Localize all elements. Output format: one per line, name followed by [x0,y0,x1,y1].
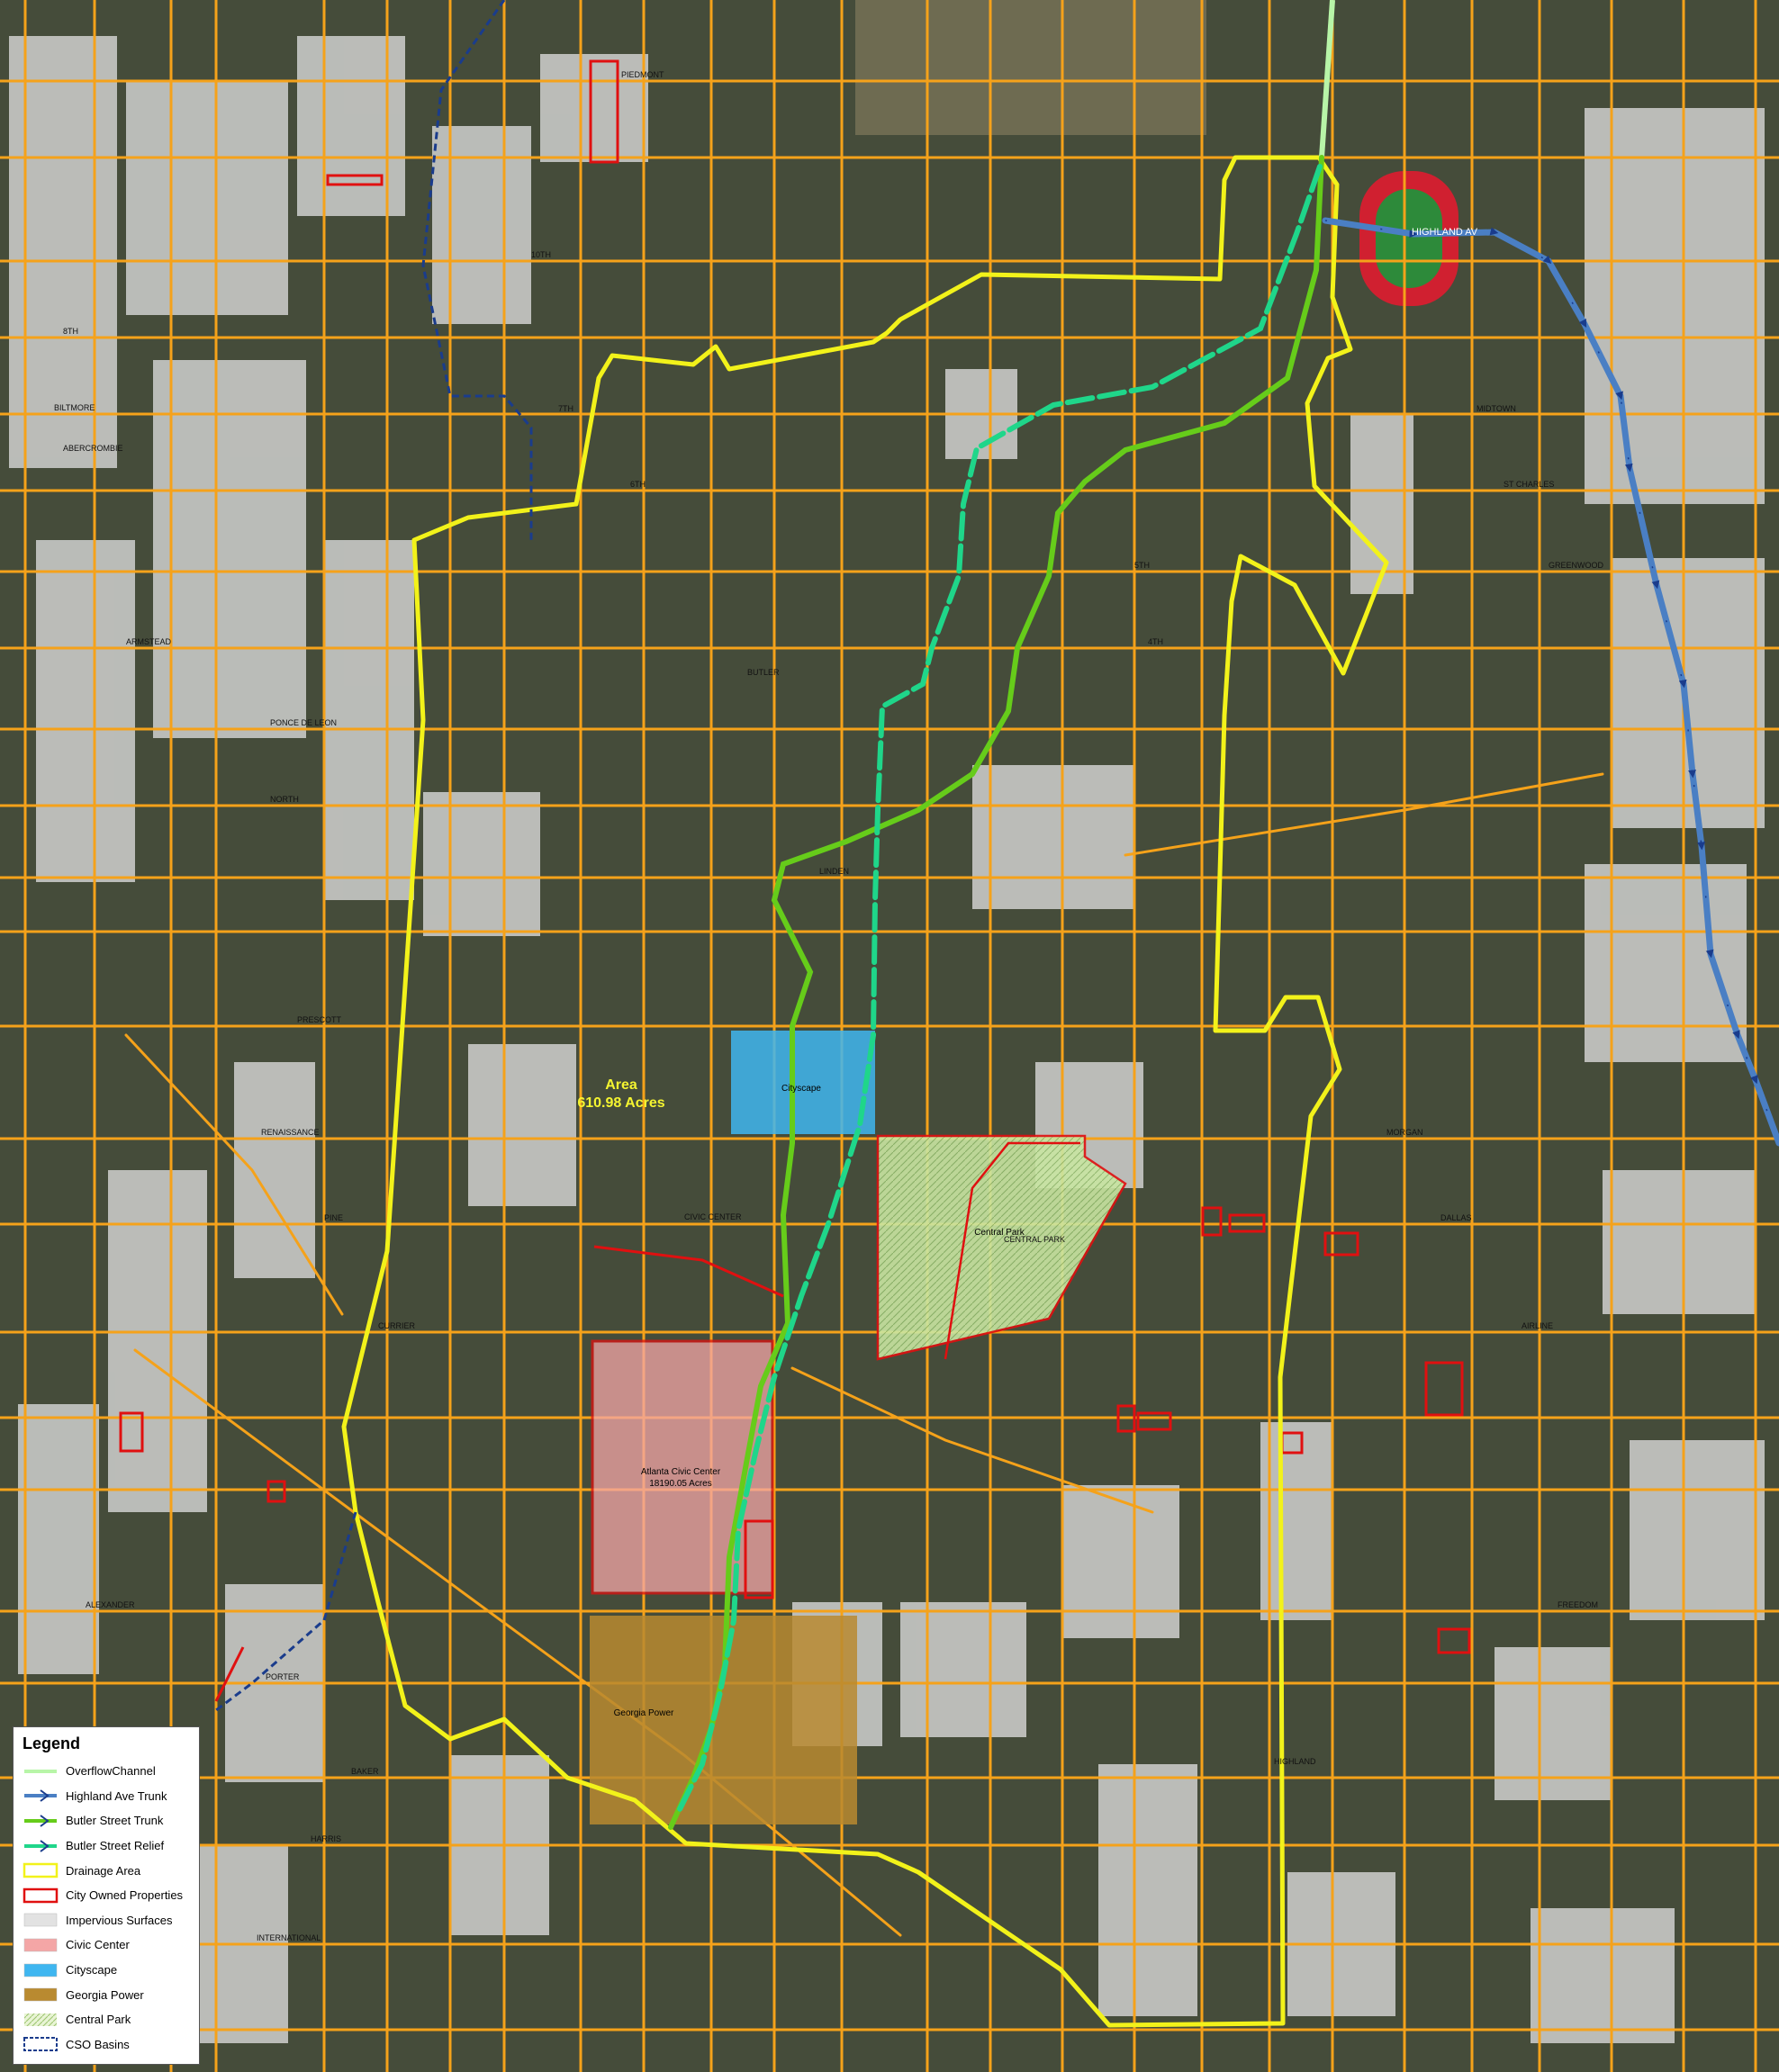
legend-symbol [24,1839,57,1852]
street-label: LINDEN [819,867,849,876]
legend-label: Civic Center [66,1938,130,1952]
georgia-power-label: Georgia Power [614,1708,674,1718]
legend-label: Drainage Area [66,1863,141,1878]
legend-item: Central Park [14,2007,199,2032]
street-label: CURRIER [378,1321,416,1330]
legend-title: Legend [23,1734,81,1752]
legend-label: CSO Basins [66,2037,130,2051]
civic-center-area-label: 18190.05 Acres [649,1479,712,1489]
central-park-label: Central Park [974,1228,1025,1238]
legend-symbol [23,1938,58,1952]
legend-symbol [23,1914,58,1927]
street-label: PINE [324,1213,343,1222]
street-label: PORTER [266,1672,300,1681]
legend-item: Cityscape [14,1958,199,1983]
legend-item: Highland Ave Trunk [14,1784,199,1809]
street-label: AIRLINE [1522,1321,1553,1330]
street-label: PONCE DE LEON [270,718,337,727]
street-label: GREENWOOD [1549,561,1604,570]
street-label: DALLAS [1440,1213,1472,1222]
street-label: ST CHARLES [1504,480,1554,489]
street-label: PRESCOTT [297,1015,342,1024]
legend-label: Cityscape [66,1963,118,1977]
civic-center-area [591,1339,774,1599]
street-label: RENAISSANCE [261,1128,320,1137]
highland-label: HIGHLAND AV [1412,227,1478,238]
street-labels: PIEDMONT 10TH 8TH 7TH 6TH 5TH 4TH PONCE DE LEON… [54,70,1604,1942]
overflow-channel [1319,0,1335,158]
street-label: 8TH [63,327,78,336]
street-label: ALEXANDER [86,1600,135,1609]
street-label: NORTH [270,795,299,804]
street-label: HIGHLAND [1274,1757,1316,1766]
legend-symbol [23,1987,58,2002]
street-label: BAKER [351,1767,379,1776]
legend-item: CSO Basins [14,2032,199,2058]
legend-symbol [24,1769,57,1773]
legend-label: Butler Street Trunk [66,1814,164,1828]
legend-symbol [24,1815,57,1827]
city-owned-properties [119,59,1471,1702]
legend-label: Georgia Power [66,1987,144,2002]
drainage-area-boundary [341,155,1389,2028]
legend-item: Georgia Power [14,1982,199,2007]
street-label: 5TH [1134,561,1150,570]
legend-item: City Owned Properties [14,1883,199,1908]
legend-item: Butler Street Relief [14,1833,199,1859]
area-value: 610.98 Acres [577,1095,664,1111]
butler-street-relief [677,164,1323,1812]
street-label: 4TH [1148,637,1163,646]
legend-symbol [24,2013,57,2026]
street-label: MIDTOWN [1476,404,1516,413]
civic-center-label: Atlanta Civic Center [641,1467,721,1477]
street-label: CENTRAL PARK [1004,1235,1065,1244]
legend-symbol [23,2037,58,2052]
street-label: 6TH [630,480,646,489]
legend-label: OverflowChannel [66,1764,156,1779]
street-label: ABERCROMBIE [63,444,123,453]
street-label: INTERNATIONAL [257,1933,321,1942]
street-label: 10TH [531,250,551,259]
central-park-area [876,1134,1127,1361]
street-label: BILTMORE [54,403,95,412]
cityscape-area [731,1031,875,1134]
map-legend: Legend OverflowChannel Highland Ave Trun… [13,1726,200,2065]
street-label: CIVIC CENTER [684,1212,742,1221]
legend-item: OverflowChannel [14,1759,199,1784]
area-label: Area [605,1077,637,1093]
butler-street-trunk [668,155,1324,1830]
legend-item: Impervious Surfaces [14,1908,199,1933]
legend-label: Impervious Surfaces [66,1913,173,1927]
street-label: ARMSTEAD [126,637,172,646]
street-label: FREEDOM [1558,1600,1598,1609]
legend-symbol [23,1887,59,1904]
legend-symbol [24,1789,57,1803]
legend-item: Drainage Area [14,1858,199,1883]
legend-item: Civic Center [14,1932,199,1958]
cityscape-label: Cityscape [781,1084,821,1094]
legend-label: Central Park [66,2013,131,2027]
street-label: BUTLER [747,668,780,677]
legend-item: Butler Street Trunk [14,1808,199,1833]
street-label: PIEDMONT [621,70,664,79]
legend-symbol [23,1963,58,1977]
street-label: 7TH [558,404,573,413]
legend-label: Highland Ave Trunk [66,1788,167,1803]
area-annotation: Area 610.98 Acres [577,1077,664,1111]
legend-label: Butler Street Relief [66,1839,165,1853]
street-label: HARRIS [311,1834,341,1843]
legend-label: City Owned Properties [66,1888,184,1903]
street-label: MORGAN [1386,1128,1423,1137]
legend-symbol [23,1862,59,1878]
cso-basin-boundary [421,0,533,540]
